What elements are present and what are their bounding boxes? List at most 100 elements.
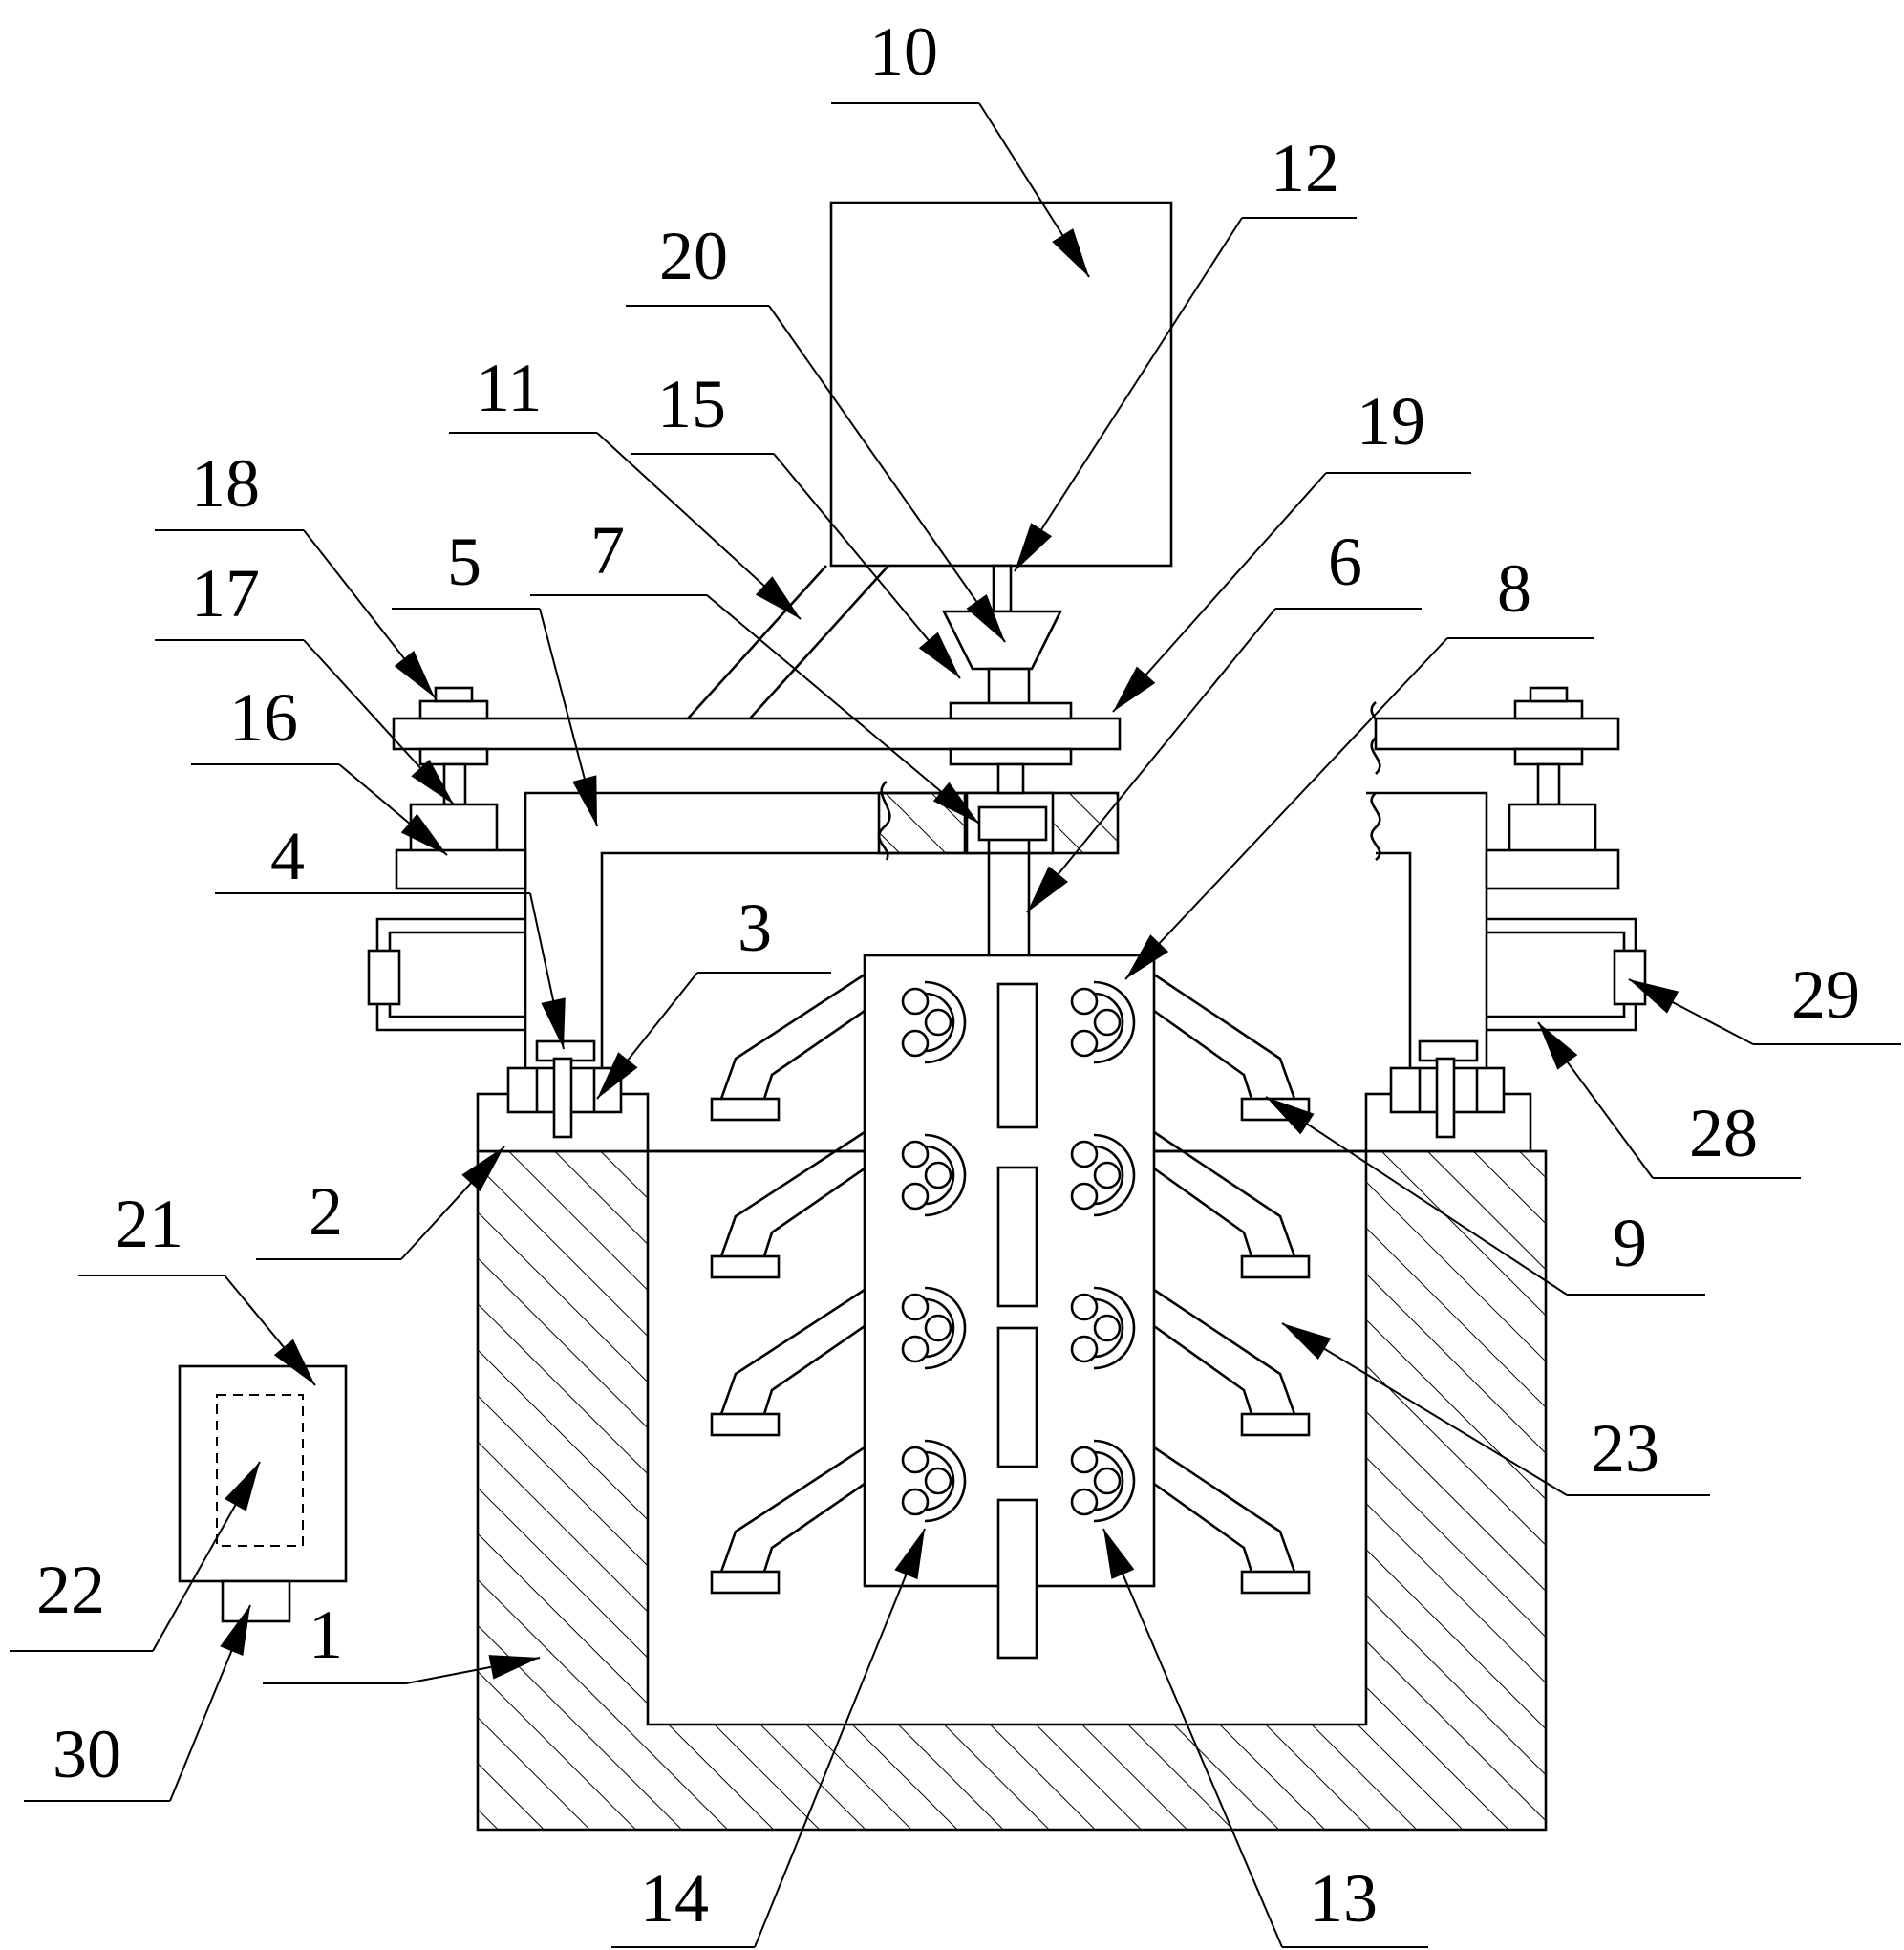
- leader-arrow-1: [488, 1655, 540, 1680]
- arm-left-inner-4: [762, 1482, 866, 1573]
- arm-right-outer-2: [1153, 1130, 1296, 1257]
- arm-left-inner-2: [762, 1167, 866, 1257]
- arm-right-inner-1: [1153, 1009, 1253, 1100]
- label-30: 30: [53, 1716, 121, 1792]
- leader-arrow-19: [1113, 666, 1156, 712]
- ball-ring-left-1: [924, 980, 967, 1064]
- leader-arrow-3: [597, 1052, 638, 1099]
- label-14: 14: [640, 1860, 709, 1937]
- ball-left-4-1: [901, 1446, 930, 1474]
- ball-left-3-3: [901, 1335, 930, 1363]
- ball-right-2-2: [1093, 1161, 1122, 1189]
- ball-left-2-1: [901, 1140, 930, 1168]
- left-tensioner: [395, 686, 527, 890]
- ball-left-3-1: [901, 1293, 930, 1321]
- leader-arrow-14: [894, 1529, 925, 1580]
- ball-right-1-3: [1070, 1029, 1099, 1058]
- leader-line-23: [1281, 1322, 1568, 1496]
- leader-arrow-23: [1282, 1323, 1332, 1361]
- ball-ring-inner-left-2: [924, 1145, 955, 1206]
- ball-left-1-1: [901, 987, 930, 1016]
- leader-arrow-10: [1052, 228, 1089, 277]
- label-4: 4: [270, 818, 305, 894]
- leader-arrow-29: [1629, 979, 1679, 1014]
- leader-line-13: [1102, 1528, 1283, 1948]
- right-tensioner: [1485, 686, 1620, 890]
- leader-arrow-15: [918, 632, 960, 678]
- ball-right-1-1: [1070, 987, 1099, 1016]
- arm-left-inner-3: [762, 1324, 866, 1415]
- arm-left-outer-3: [719, 1288, 866, 1415]
- ball-right-2-3: [1070, 1182, 1099, 1211]
- ball-right-2-1: [1070, 1140, 1099, 1168]
- label-1: 1: [309, 1596, 343, 1673]
- arm-left-outer-4: [719, 1446, 866, 1573]
- label-8: 8: [1497, 550, 1531, 627]
- leader-arrow-20: [966, 593, 1005, 642]
- ball-left-2-2: [924, 1161, 952, 1189]
- label-7: 7: [590, 512, 625, 589]
- motor: [829, 201, 1173, 707]
- leader-line-8: [1124, 637, 1448, 980]
- ball-sets-right: [1070, 980, 1136, 1523]
- leader-arrow-17: [411, 759, 454, 804]
- ball-ring-right-2: [1093, 1133, 1136, 1217]
- label-3: 3: [738, 889, 772, 966]
- ball-ring-right-4: [1093, 1439, 1136, 1523]
- ball-ring-left-2: [924, 1133, 967, 1217]
- leader-arrow-18: [394, 651, 435, 697]
- label-12: 12: [1271, 130, 1339, 206]
- leader-arrow-16: [400, 813, 447, 855]
- leader-arrow-21: [273, 1339, 315, 1385]
- ball-right-3-1: [1070, 1293, 1099, 1321]
- label-29: 29: [1791, 956, 1860, 1033]
- ball-ring-inner-left-1: [924, 992, 955, 1053]
- ball-left-1-3: [901, 1029, 930, 1058]
- leader-arrow-8: [1125, 934, 1169, 979]
- ball-right-1-2: [1093, 1008, 1122, 1037]
- arm-pad-right-4: [1240, 1570, 1311, 1595]
- ball-ring-inner-right-4: [1093, 1450, 1124, 1511]
- ball-left-4-2: [924, 1467, 952, 1495]
- label-20: 20: [659, 218, 728, 294]
- arm-left-outer-2: [719, 1130, 866, 1257]
- ball-ring-inner-right-3: [1093, 1297, 1124, 1359]
- label-13: 13: [1309, 1860, 1378, 1937]
- left-cylinder: [367, 917, 525, 1032]
- ball-ring-right-3: [1093, 1286, 1136, 1370]
- center-slots: [996, 982, 1038, 1660]
- leader-arrow-6: [1027, 866, 1068, 912]
- ball-left-4-3: [901, 1488, 930, 1516]
- label-15: 15: [657, 366, 726, 442]
- label-23: 23: [1591, 1410, 1659, 1487]
- ball-right-4-3: [1070, 1488, 1099, 1516]
- ball-left-2-3: [901, 1182, 930, 1211]
- arm-left-outer-1: [719, 973, 866, 1100]
- leader-arrow-11: [755, 576, 801, 619]
- remote-controller: [178, 1364, 348, 1623]
- leader-arrow-9: [1266, 1097, 1315, 1135]
- ball-right-4-2: [1093, 1467, 1122, 1495]
- label-18: 18: [191, 445, 260, 522]
- arm-pad-right-2: [1240, 1254, 1311, 1279]
- arm-pad-left-4: [710, 1570, 781, 1595]
- leader-line-19: [1112, 472, 1327, 713]
- label-5: 5: [447, 524, 481, 600]
- ball-left-3-2: [924, 1314, 952, 1342]
- ball-ring-inner-right-1: [1093, 992, 1124, 1053]
- top-beam: [392, 565, 1620, 842]
- leader-arrow-13: [1103, 1529, 1135, 1579]
- leader-arrow-2: [461, 1146, 504, 1192]
- label-6: 6: [1328, 524, 1362, 600]
- leader-line-12: [1014, 217, 1243, 572]
- arm-pad-left-1: [710, 1097, 781, 1122]
- label-11: 11: [476, 350, 542, 426]
- leader-line-6: [1026, 608, 1276, 913]
- label-9: 9: [1613, 1205, 1647, 1281]
- ball-ring-inner-right-2: [1093, 1145, 1124, 1206]
- leader-arrow-7: [932, 782, 979, 824]
- label-19: 19: [1357, 383, 1425, 460]
- label-16: 16: [229, 679, 298, 756]
- right-clamp-assembly: [1389, 1039, 1506, 1139]
- ball-ring-left-4: [924, 1439, 967, 1523]
